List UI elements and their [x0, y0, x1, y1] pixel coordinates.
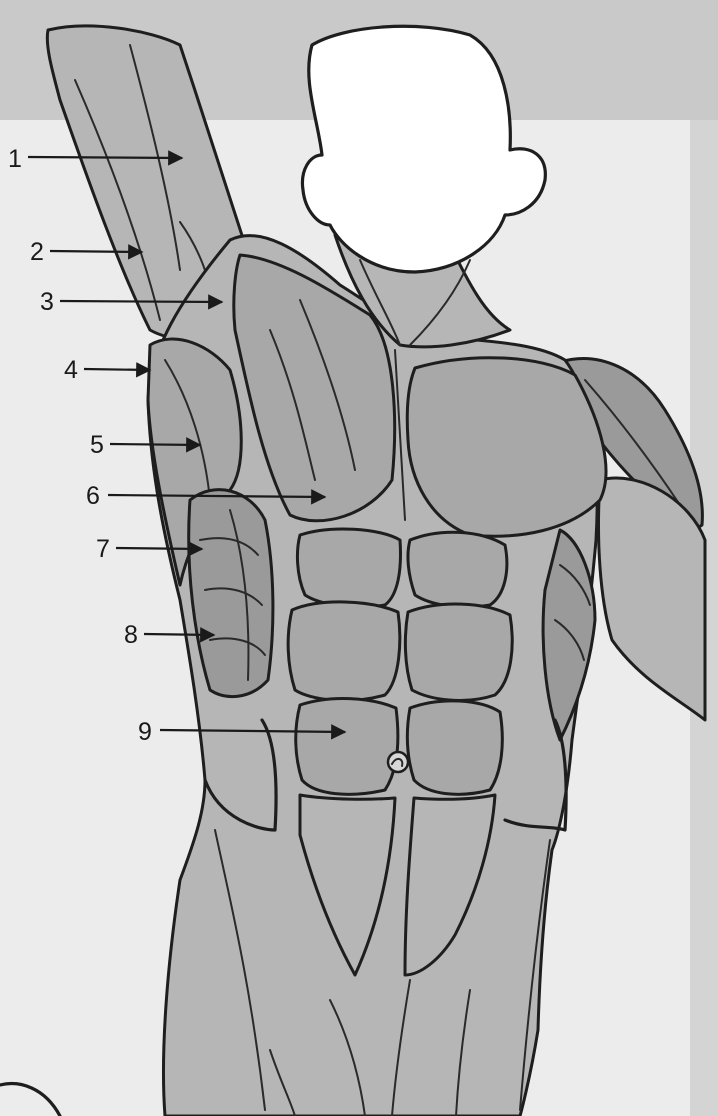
- label-3-arrow: [60, 301, 222, 302]
- label-7-arrow: [116, 548, 202, 549]
- label-1-arrow: [28, 157, 182, 158]
- label-3-text: 3: [40, 288, 54, 316]
- label-5-text: 5: [90, 431, 104, 459]
- label-4-text: 4: [64, 356, 78, 384]
- label-4-arrow: [84, 369, 150, 370]
- navel: [388, 752, 408, 772]
- label-2-text: 2: [30, 238, 44, 266]
- label-9-text: 9: [138, 718, 152, 746]
- label-1-text: 1: [8, 145, 22, 173]
- right-pectoral: [407, 358, 606, 536]
- label-7-text: 7: [96, 535, 110, 563]
- label-5-arrow: [110, 444, 200, 445]
- label-6-text: 6: [86, 482, 100, 510]
- label-8-text: 8: [124, 621, 138, 649]
- label-2-arrow: [50, 251, 142, 252]
- label-8-arrow: [144, 634, 214, 635]
